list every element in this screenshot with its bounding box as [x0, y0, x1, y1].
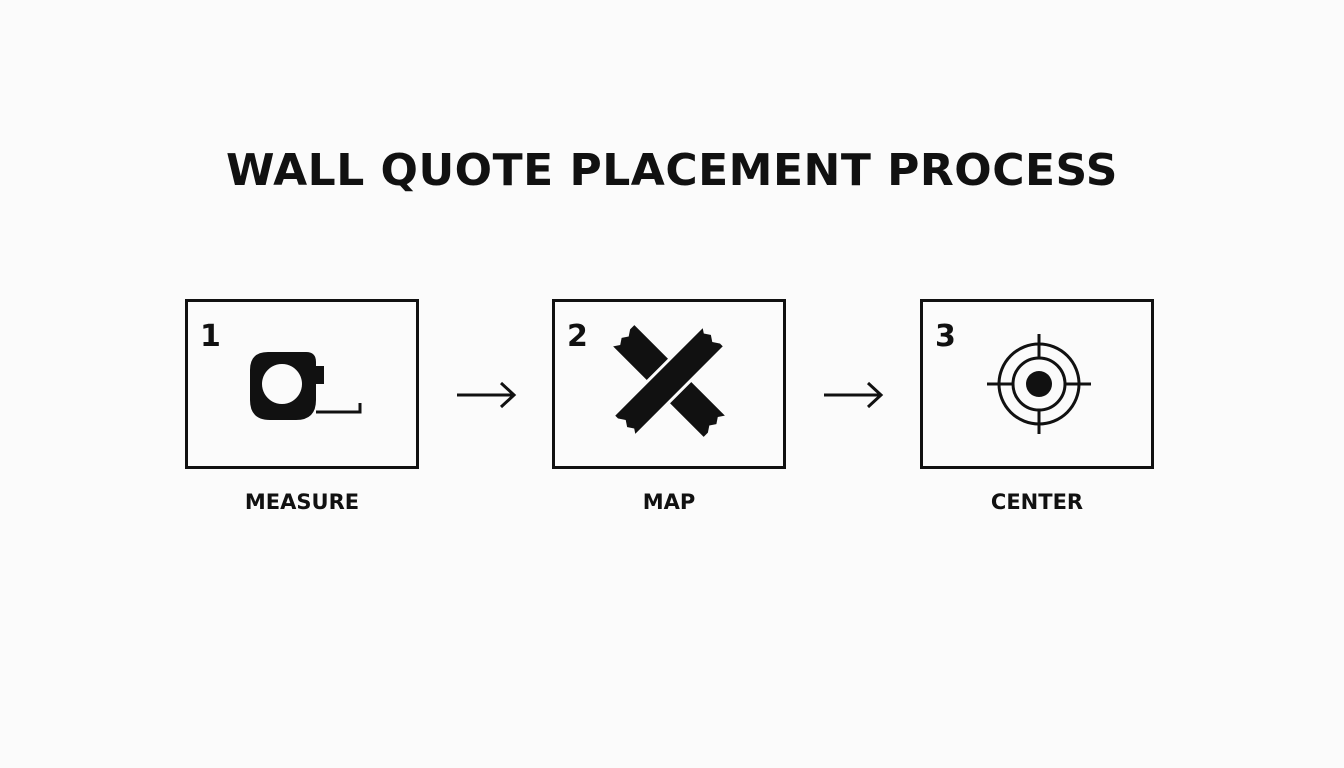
- step-number: 3: [935, 319, 956, 354]
- step-number: 2: [567, 319, 588, 354]
- step-label-center: CENTER: [990, 490, 1084, 514]
- step-number: 1: [200, 319, 221, 354]
- arrow-right-icon: [455, 379, 519, 415]
- step-label-map: MAP: [642, 490, 696, 514]
- step-box-measure: 1: [185, 299, 419, 469]
- arrow-right-icon: [822, 379, 886, 415]
- step-box-map: 2: [552, 299, 786, 469]
- step-box-center: 3: [920, 299, 1154, 469]
- tape-measure-icon: [250, 352, 362, 420]
- target-crosshair-icon: [987, 334, 1091, 434]
- diagram-title: WALL QUOTE PLACEMENT PROCESS: [226, 145, 1118, 196]
- step-label-measure: MEASURE: [244, 490, 360, 514]
- crossed-tape-icon: [611, 322, 727, 440]
